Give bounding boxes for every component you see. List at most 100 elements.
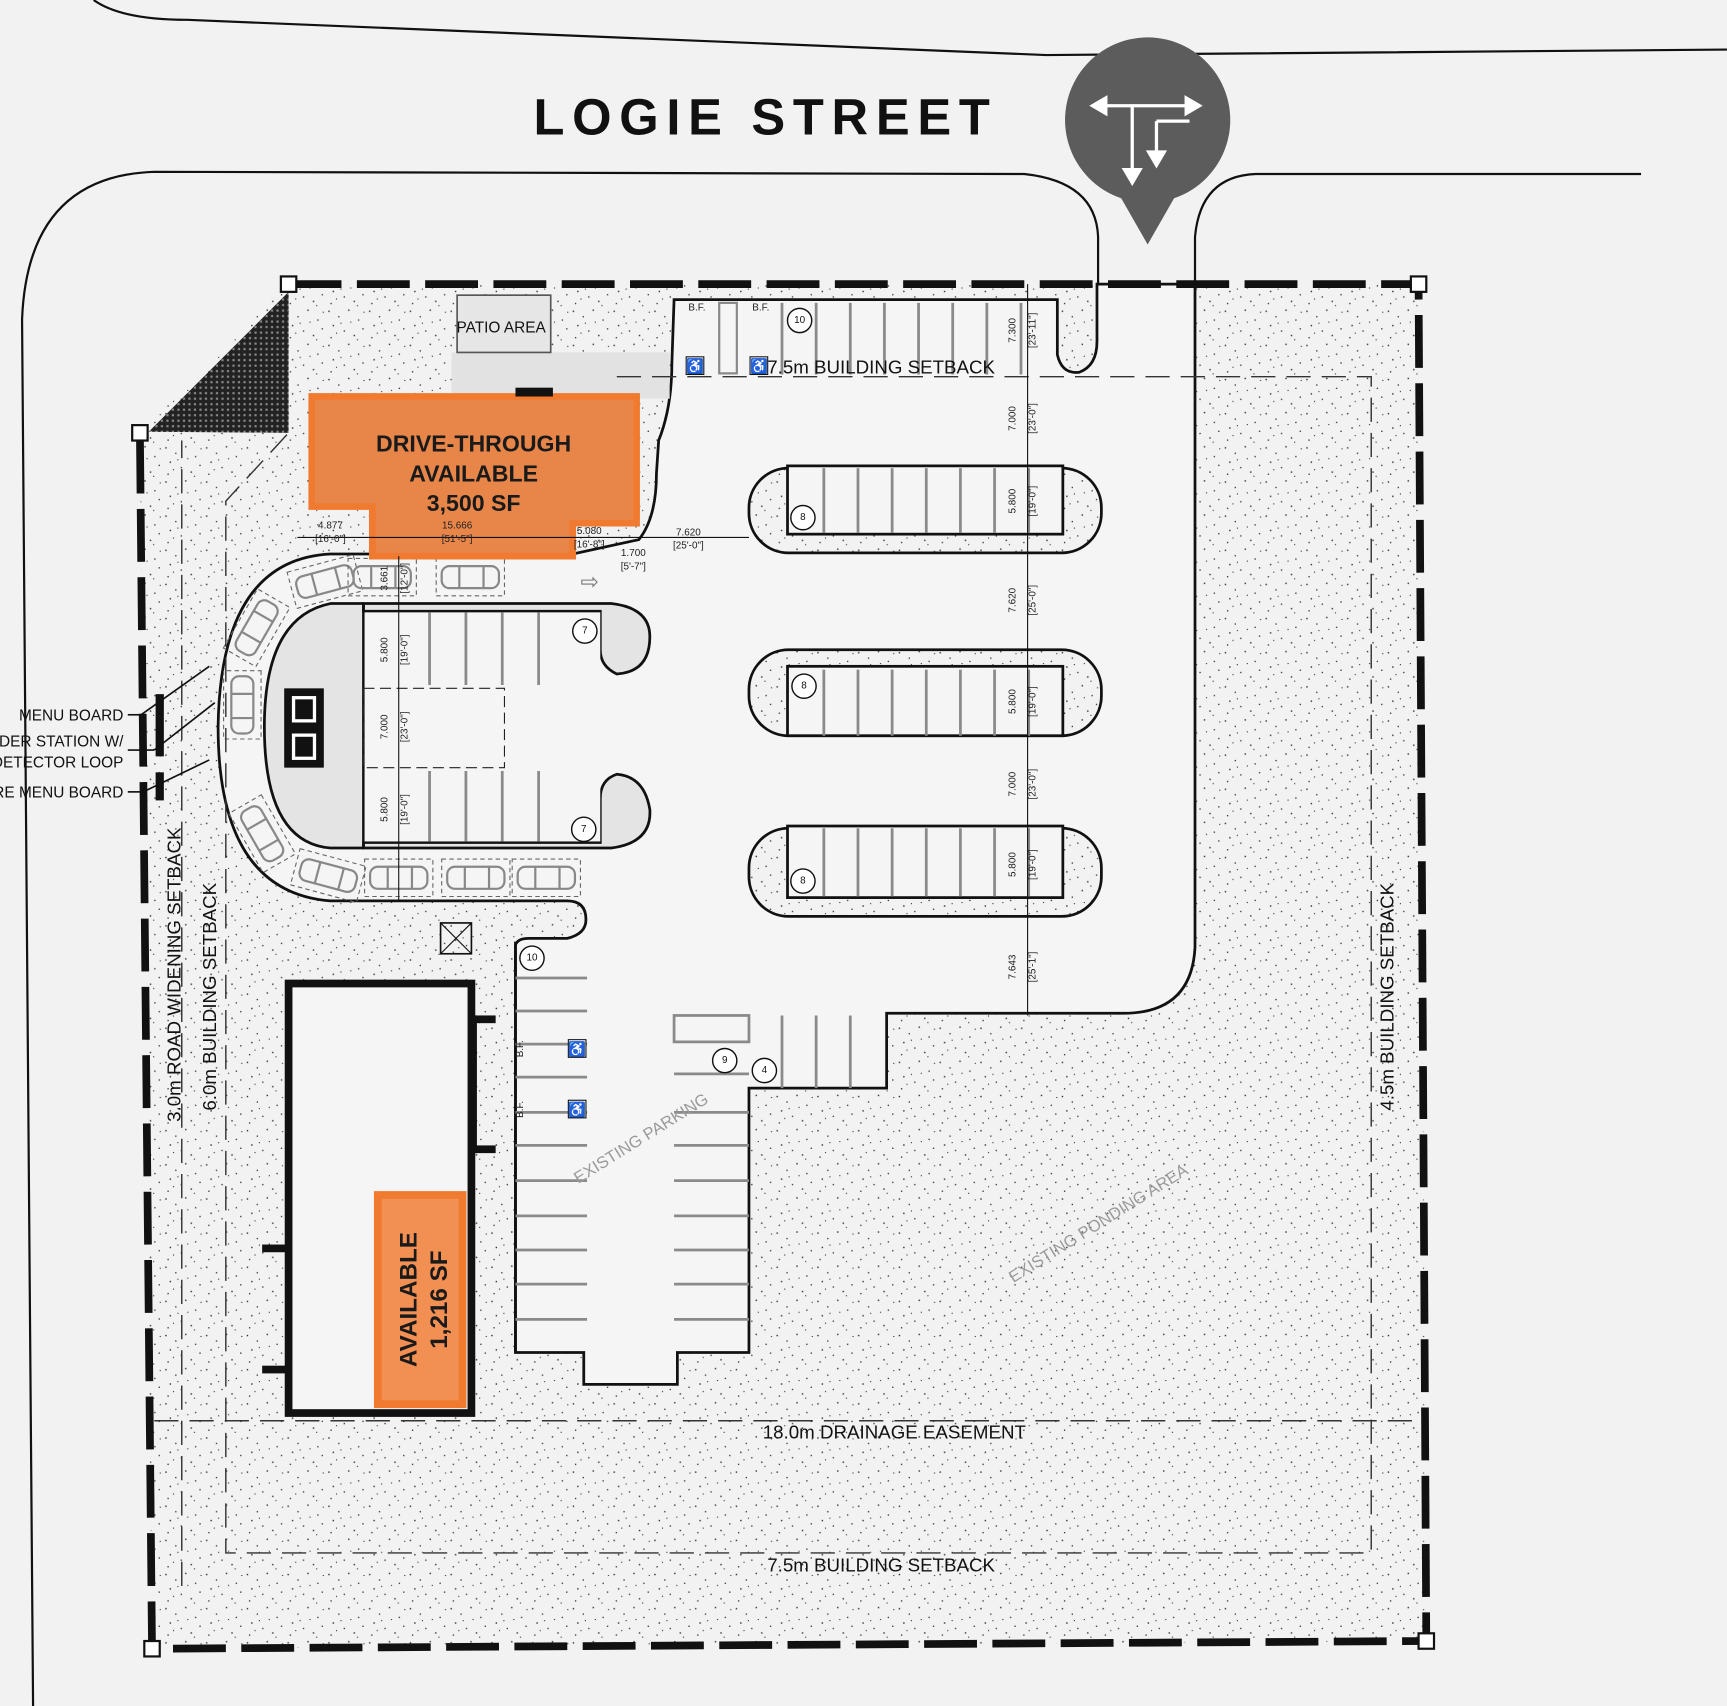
menu-board-icon — [284, 688, 324, 768]
dimension-label: 7.300 [23'-11"] — [1007, 312, 1038, 348]
bf-label: B.F. — [515, 1101, 526, 1118]
stall-count-circle — [711, 1047, 738, 1074]
dimension-imperial: [19'-0"] — [400, 794, 411, 825]
car-icon — [223, 670, 262, 740]
stall-count-circle — [572, 618, 598, 644]
bf-label: B.F. — [688, 303, 705, 314]
car-body — [298, 858, 359, 893]
walkway — [362, 687, 506, 769]
entrance-canopy — [515, 387, 553, 397]
setback-lines — [154, 375, 1421, 1586]
dimension-metric: 7.643 — [1007, 954, 1018, 979]
queued-cars — [222, 553, 582, 904]
accessible-parking-icon: ♿ — [685, 356, 705, 375]
loading-hatch — [718, 301, 738, 375]
hatched-corner — [148, 291, 289, 433]
east-setback-label: 4.5m BUILDING SETBACK — [1376, 882, 1397, 1110]
stall-count-circle — [790, 868, 816, 894]
dimension-metric: 4.877 — [318, 521, 343, 532]
order-station-callout-1: ORDER STATION W/ — [0, 734, 124, 751]
full-access-sign-icon — [1065, 37, 1231, 245]
dimension-metric: 5.080 — [577, 526, 602, 537]
dimension-imperial: [51'-5"] — [442, 534, 473, 545]
dimension-label: 3.661 [12'-0"] — [380, 563, 411, 594]
dimension-metric: 1.700 — [621, 548, 646, 559]
dimension-label: 7.643[25'-1"] — [1007, 951, 1038, 982]
car-body — [440, 564, 501, 590]
garbage-enclosure-icon — [439, 922, 473, 955]
drive-through-building[interactable] — [308, 393, 640, 560]
dimension-label: 5.080[16'-8"] — [574, 526, 605, 550]
svg-text:♿: ♿ — [686, 358, 704, 375]
patio-area — [456, 294, 552, 354]
car-icon — [511, 858, 582, 898]
car-icon — [228, 794, 297, 874]
boundary-corner-markers — [131, 275, 1436, 1658]
dimension-metric: 5.800 — [1007, 852, 1018, 877]
stall-count: 8 — [800, 876, 806, 887]
dimension-label: 1.700 [5'-7"] — [621, 548, 646, 572]
dimension-metric: 5.800 — [380, 797, 391, 822]
car-body — [446, 865, 506, 890]
stall-count: 7 — [582, 626, 588, 637]
patio-label: PATIO AREA — [456, 320, 546, 337]
setback-bottom-label: 7.5m BUILDING SETBACK — [767, 1555, 995, 1576]
car-windshield — [241, 630, 262, 644]
dimension-metric: 7.000 — [1007, 406, 1018, 431]
stall-count: 9 — [722, 1055, 728, 1066]
stall-box — [672, 1014, 751, 1044]
drive-through-line3: 3,500 SF — [427, 490, 521, 516]
car-body — [234, 599, 279, 657]
bf-label: B.F. — [752, 303, 769, 314]
dimension-label: 4.877[16'-0"] — [315, 521, 346, 545]
dimension-imperial: [19'-0"] — [1027, 686, 1038, 717]
dimension-metric: 7.300 — [1007, 318, 1018, 343]
car-rear-window — [258, 838, 279, 852]
dimension-label: 7.000[23'-0"] — [1007, 769, 1038, 800]
stall-count-circle — [791, 673, 817, 699]
dimension-label: 7.620 [25'-0"] — [673, 527, 704, 551]
stall-count: 10 — [794, 315, 806, 326]
accessible-parking-icon: ♿ — [567, 1039, 587, 1058]
pre-menu-board-callout: PRE MENU BOARD — [0, 784, 123, 801]
drive-through-line2: AVAILABLE — [409, 460, 538, 486]
dimension-label: 7.000[23'-0"] — [380, 711, 411, 742]
car-icon — [289, 847, 367, 904]
dimension-metric: 15.666 — [442, 521, 473, 532]
dimension-imperial: [19'-0"] — [1027, 849, 1038, 880]
accessible-parking-icon: ♿ — [567, 1099, 587, 1119]
car-body — [352, 564, 412, 590]
road-widening-label: 3.0m ROAD WIDENING SETBACK — [164, 827, 185, 1122]
dimension-imperial: [23'-11"] — [1027, 312, 1038, 348]
car-rear-window — [253, 609, 274, 623]
parking-islands — [747, 464, 1103, 918]
dimension-metric: 3.661 — [380, 565, 391, 590]
stall-count-circle — [751, 1057, 778, 1084]
car-stall — [511, 858, 582, 898]
stall-count: 8 — [800, 512, 806, 523]
car-icon — [441, 858, 511, 898]
dimension-imperial: [12'-0"] — [400, 563, 411, 594]
dimension-label: 5.800 [19'-0"] — [1007, 849, 1038, 880]
menu-board-callout: MENU BOARD — [19, 707, 123, 724]
car-body — [516, 865, 577, 890]
stall-count: 4 — [762, 1065, 768, 1076]
dimension-metric: 7.620 — [1007, 587, 1018, 612]
stall-count-circle — [570, 816, 597, 843]
dimension-imperial: [5'-7"] — [621, 561, 646, 572]
car-stall — [441, 858, 511, 898]
available-unit[interactable] — [373, 1191, 467, 1409]
existing-parking-stalls — [514, 941, 852, 1353]
dimension-imperial: [23'-0"] — [1027, 403, 1038, 434]
dimension-label: 15.666 [51'-5"] — [442, 521, 473, 545]
dimension-imperial: [25'-0"] — [673, 540, 704, 551]
dimension-metric: 7.620 — [676, 527, 701, 538]
center-parking-stalls — [364, 612, 601, 842]
dimension-imperial: [19'-0"] — [1027, 486, 1038, 517]
car-windshield — [310, 573, 319, 596]
stall-count: 7 — [581, 824, 587, 835]
dimensions: 7.300[23'-11"]7.000[23'-0"]5.800[19'-0"]… — [315, 312, 1038, 982]
dimension-metric: 5.800 — [380, 637, 391, 662]
center-island — [362, 602, 652, 850]
